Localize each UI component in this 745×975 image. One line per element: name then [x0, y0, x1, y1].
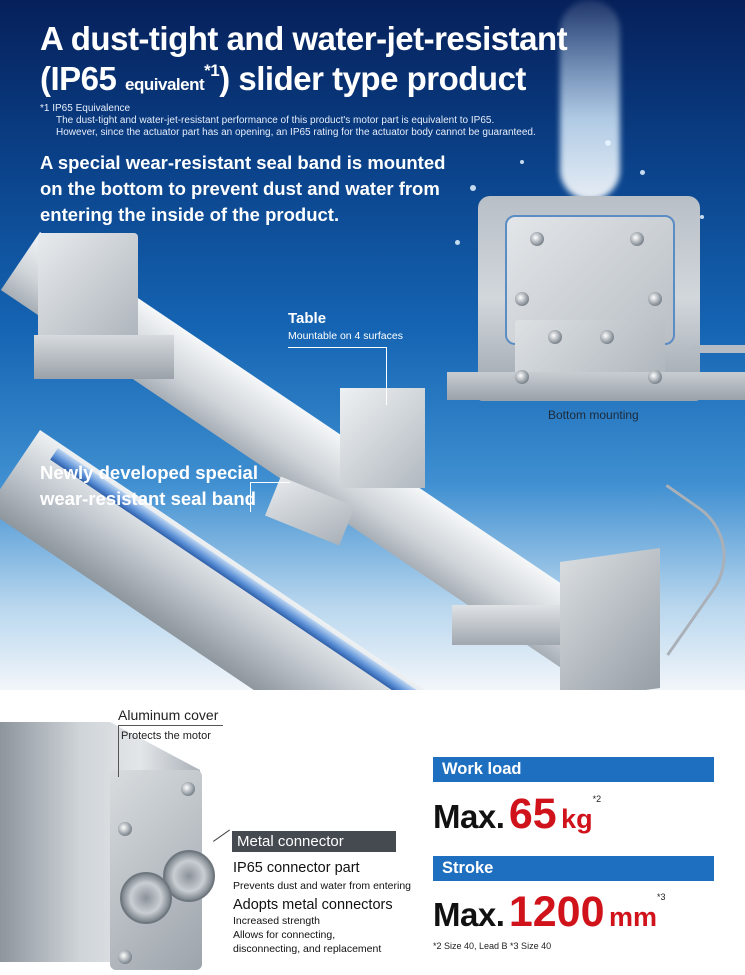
title-open: (IP65 [40, 60, 126, 97]
title-line-1: A dust-tight and water-jet-resistant [40, 20, 568, 57]
stroke-prefix: Max. [433, 896, 505, 933]
seal-band-callout-line [250, 482, 251, 512]
stroke-footnote-mark: *3 [656, 892, 666, 902]
work-load-prefix: Max. [433, 798, 505, 835]
table-callout-title: Table [288, 310, 327, 327]
bolt [630, 232, 644, 246]
title-footnote-mark: *1 [204, 61, 220, 80]
metal-connector [120, 872, 172, 924]
subheading-line-3: entering the inside of the product. [40, 204, 340, 225]
cable [690, 345, 745, 353]
work-load-header: Work load [433, 757, 714, 782]
bolt [648, 370, 662, 384]
stroke-number: 1200 [508, 888, 605, 936]
water-splash [560, 0, 620, 200]
actuator-tail-foot [452, 605, 580, 645]
connector-point-2-title: Adopts metal connectors [233, 897, 393, 913]
connector-point-2-note-3: disconnecting, and replacement [233, 943, 382, 955]
water-drop [605, 140, 611, 146]
table-callout-line [288, 347, 386, 348]
footnote-label: *1 IP65 Equivalence [40, 103, 131, 114]
actuator-head-block [38, 233, 138, 353]
subheading-line-2: on the bottom to prevent dust and water … [40, 178, 440, 199]
aluminum-callout-line [118, 725, 119, 777]
slider-table [340, 388, 425, 488]
work-load-number: 65 [508, 790, 557, 838]
title-line-2: (IP65 equivalent*1) slider type product [40, 60, 526, 98]
mounting-base [447, 372, 745, 400]
aluminum-callout-line [118, 725, 223, 726]
title-equivalent: equivalent [125, 75, 205, 94]
connector-point-1-title: IP65 connector part [233, 860, 360, 876]
bolt [118, 822, 132, 836]
stroke-unit: mm [608, 902, 657, 932]
table-callout-note: Mountable on 4 surfaces [288, 330, 403, 342]
stroke-header: Stroke [433, 856, 714, 881]
actuator-head-base [34, 335, 174, 379]
bolt [515, 370, 529, 384]
footnote-line-2: However, since the actuator part has an … [56, 127, 536, 138]
metal-connector-title: Metal connector [232, 831, 396, 852]
bolt [530, 232, 544, 246]
bolt [181, 782, 195, 796]
bolt [515, 292, 529, 306]
work-load-unit: kg [561, 804, 593, 834]
seal-band-callout-line [250, 482, 290, 483]
water-drop [470, 185, 476, 191]
water-drop [455, 240, 460, 245]
bolt [118, 950, 132, 964]
aluminum-cover-note: Protects the motor [121, 730, 211, 742]
work-load-footnote-mark: *2 [592, 794, 602, 804]
work-load-value: Max. 65 kg*2 [433, 790, 601, 839]
water-drop [520, 160, 524, 164]
bolt [548, 330, 562, 344]
seal-band-callout-line-2: wear-resistant seal band [40, 488, 256, 509]
spec-footnote: *2 Size 40, Lead B *3 Size 40 [433, 941, 552, 951]
bolt [600, 330, 614, 344]
seal-band-callout-line-1: Newly developed special [40, 462, 258, 483]
connector-point-1-note: Prevents dust and water from entering [233, 880, 412, 892]
metal-connector-callout-line [213, 829, 230, 842]
footnote-line-1: The dust-tight and water-jet-resistant p… [56, 115, 495, 126]
stroke-value: Max. 1200 mm*3 [433, 888, 665, 937]
table-callout-line [386, 347, 387, 405]
water-drop [640, 170, 645, 175]
aluminum-cover-title: Aluminum cover [118, 707, 219, 723]
hero-section: Bottom mounting A dust-tight and water-j… [0, 0, 745, 690]
title-close: ) slider type product [219, 60, 526, 97]
water-drop [700, 215, 704, 219]
bottom-mounting-label: Bottom mounting [548, 408, 639, 422]
connector-point-2-note-1: Increased strength [233, 915, 320, 927]
subheading-line-1: A special wear-resistant seal band is mo… [40, 152, 446, 173]
bolt [648, 292, 662, 306]
connector-point-2-note-2: Allows for connecting, [233, 929, 336, 941]
